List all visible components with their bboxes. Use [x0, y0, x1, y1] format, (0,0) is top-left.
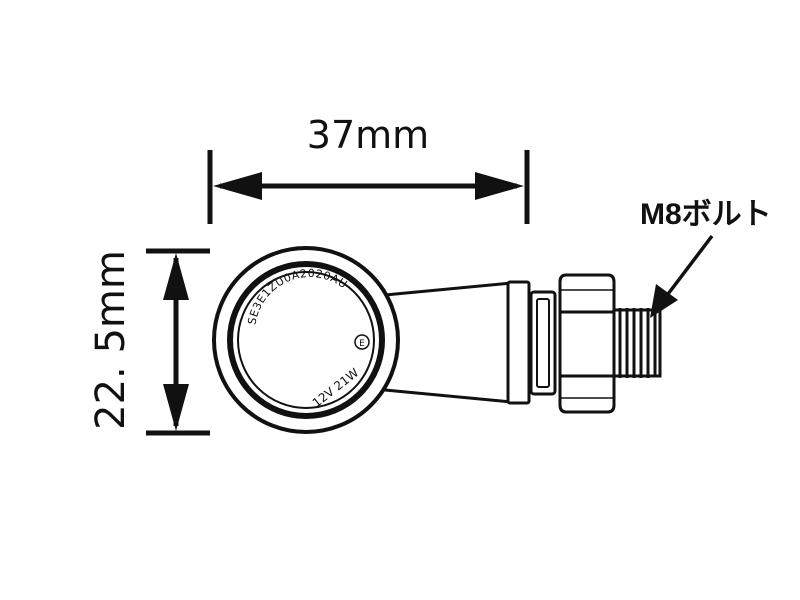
bolt-callout-label: M8ボルト: [640, 198, 772, 231]
bolt-callout-arrowhead: [650, 284, 678, 318]
hex-nut: [558, 273, 616, 414]
e-mark-letter: E: [359, 339, 365, 349]
bolt-callout: M8ボルト: [640, 198, 772, 318]
stem-collar: [506, 280, 531, 405]
washer: [529, 290, 557, 396]
height-arrowhead-bottom: [163, 384, 189, 431]
e-mark-icon: [354, 334, 370, 350]
width-arrowhead-left: [213, 172, 262, 200]
height-arrowhead-top: [163, 253, 189, 300]
width-arrowhead-right: [475, 172, 524, 200]
height-label: 22. 5mm: [88, 250, 134, 430]
m8-bolt: [612, 308, 662, 378]
lens-housing-outer: [212, 246, 400, 434]
lens-face: [237, 271, 375, 409]
turn-signal-body: SE3E1ZU0A2020AU E 12V 21W: [212, 246, 662, 434]
washer-inner: [536, 298, 550, 388]
height-dimension: 22. 5mm: [88, 248, 210, 436]
width-label: 37mm: [307, 113, 429, 157]
lens-bezel: [227, 261, 385, 419]
signal-stem: [383, 281, 514, 404]
bolt-callout-leader: [660, 234, 714, 304]
width-dimension: 37mm: [207, 113, 530, 224]
